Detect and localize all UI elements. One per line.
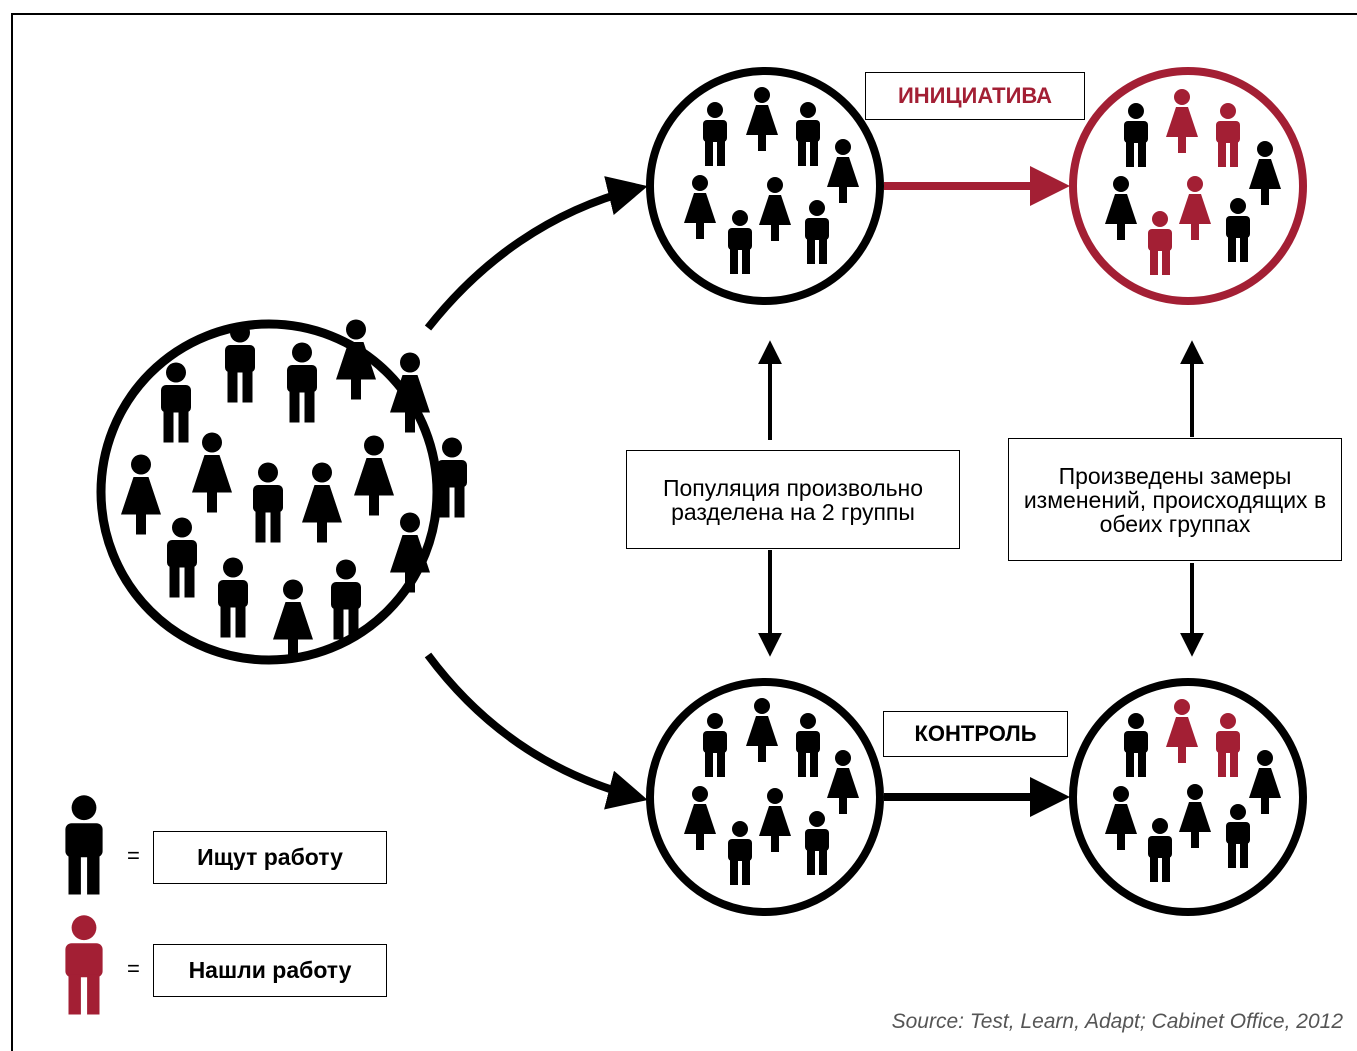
- person-seeking-icon: [1226, 198, 1250, 262]
- person-seeking-icon: [796, 102, 820, 166]
- person-seeking-icon: [805, 811, 829, 875]
- split-arrow-top: [424, 176, 648, 331]
- person-seeking-icon: [759, 177, 791, 241]
- split-note: Популяция произвольно разделена на 2 гру…: [626, 450, 960, 549]
- person-seeking-icon: [1249, 750, 1281, 814]
- control-label: КОНТРОЛЬ: [883, 711, 1068, 757]
- person-found-icon: [1148, 211, 1172, 275]
- person-seeking-icon: [218, 557, 248, 638]
- source-caption: Source: Test, Learn, Adapt; Cabinet Offi…: [891, 1010, 1343, 1033]
- person-seeking-icon: [331, 559, 361, 640]
- person-seeking-icon: [336, 319, 376, 400]
- person-seeking-icon: [746, 87, 778, 151]
- person-seeking-icon: [728, 821, 752, 885]
- person-seeking-icon: [1105, 786, 1137, 850]
- person-seeking-icon: [1105, 176, 1137, 240]
- person-seeking-icon: [167, 517, 197, 598]
- person-seeking-icon: [225, 322, 255, 403]
- person-seeking-icon: [302, 462, 342, 543]
- split-arrow-bottom: [424, 652, 648, 810]
- person-found-icon: [1166, 89, 1198, 153]
- person-seeking-icon: [1148, 818, 1172, 882]
- diagram-frame: [11, 13, 1357, 1051]
- person-seeking-icon: [728, 210, 752, 274]
- person-seeking-icon: [1179, 784, 1211, 848]
- person-seeking-icon: [354, 435, 394, 516]
- measure-note: Произведены замеры изменений, происходящ…: [1008, 438, 1342, 561]
- legend-equals-seeking: =: [127, 843, 140, 868]
- legend-seeking-icon: [65, 795, 103, 895]
- person-seeking-icon: [192, 432, 232, 513]
- legend-equals-found: =: [127, 956, 140, 981]
- person-seeking-icon: [121, 454, 161, 535]
- legend-found-icon: [65, 915, 103, 1015]
- person-seeking-icon: [703, 713, 727, 777]
- person-seeking-icon: [161, 362, 191, 443]
- person-seeking-icon: [1249, 141, 1281, 205]
- person-seeking-icon: [827, 750, 859, 814]
- person-seeking-icon: [253, 462, 283, 543]
- person-seeking-icon: [273, 579, 313, 660]
- person-seeking-icon: [703, 102, 727, 166]
- person-seeking-icon: [390, 512, 430, 593]
- person-seeking-icon: [1124, 103, 1148, 167]
- person-found-icon: [1166, 699, 1198, 763]
- person-seeking-icon: [796, 713, 820, 777]
- person-seeking-icon: [437, 437, 467, 518]
- person-seeking-icon: [684, 786, 716, 850]
- person-seeking-icon: [287, 342, 317, 423]
- person-found-icon: [1216, 713, 1240, 777]
- person-seeking-icon: [805, 200, 829, 264]
- person-seeking-icon: [759, 788, 791, 852]
- person-found-icon: [1179, 176, 1211, 240]
- person-seeking-icon: [827, 139, 859, 203]
- initiative-label: ИНИЦИАТИВА: [865, 72, 1085, 120]
- person-seeking-icon: [390, 352, 430, 433]
- person-seeking-icon: [1124, 713, 1148, 777]
- person-seeking-icon: [746, 698, 778, 762]
- legend-seeking-label: Ищут работу: [153, 831, 387, 884]
- person-seeking-icon: [684, 175, 716, 239]
- person-found-icon: [1216, 103, 1240, 167]
- legend-found-label: Нашли работу: [153, 944, 387, 997]
- person-seeking-icon: [1226, 804, 1250, 868]
